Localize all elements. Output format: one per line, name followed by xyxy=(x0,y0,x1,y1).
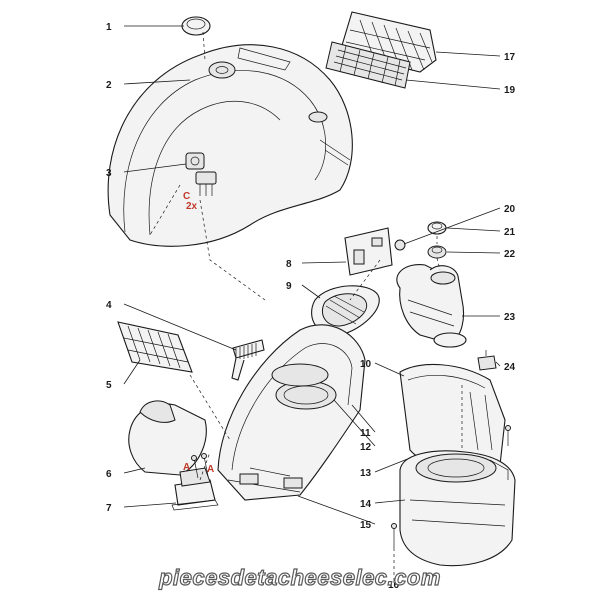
callout-24: 24 xyxy=(504,362,516,373)
assembly-lines xyxy=(149,31,463,582)
callout-19: 19 xyxy=(504,85,516,96)
screw-markers: C 2x A A xyxy=(183,191,214,475)
screw-count-line-2: 2x xyxy=(186,201,198,212)
callout-6: 6 xyxy=(106,469,112,480)
screw-count-line-1: C xyxy=(183,191,190,202)
callout-15: 15 xyxy=(360,520,372,531)
callout-20: 20 xyxy=(504,204,516,215)
callout-21: 21 xyxy=(504,227,516,238)
part-brush xyxy=(231,339,265,381)
part-latch xyxy=(171,467,219,511)
part-filter-frame xyxy=(311,285,380,336)
part-motor-base xyxy=(399,450,516,567)
part-upper-housing xyxy=(107,44,353,247)
part-inlet-cap xyxy=(427,221,447,235)
watermark-text: piecesdetacheeselec.com xyxy=(158,565,441,590)
part-clip xyxy=(394,239,406,251)
part-knob xyxy=(181,16,211,36)
callout-1: 1 xyxy=(106,22,112,33)
callout-17: 17 xyxy=(504,52,516,63)
part-dust-flap xyxy=(128,400,207,476)
callout-8: 8 xyxy=(286,259,292,270)
screw-pair xyxy=(191,453,209,479)
callout-23: 23 xyxy=(504,312,516,323)
callout-10: 10 xyxy=(360,359,372,370)
callout-3: 3 xyxy=(106,168,112,179)
part-filter-grille xyxy=(117,321,193,373)
leader-lines xyxy=(123,25,501,583)
part-switch-assembly xyxy=(185,152,217,196)
callout-5: 5 xyxy=(106,380,112,391)
callout-12: 12 xyxy=(360,442,372,453)
part-fitting xyxy=(477,350,497,371)
screw-tag-a-left: A xyxy=(183,462,190,473)
callout-labels: 1 2 3 4 5 6 7 8 9 10 11 12 13 14 15 16 1… xyxy=(106,22,516,591)
callout-9: 9 xyxy=(286,281,292,292)
callout-4: 4 xyxy=(106,300,112,311)
callout-13: 13 xyxy=(360,468,372,479)
housing-screws xyxy=(391,425,511,548)
callout-22: 22 xyxy=(504,249,516,260)
part-exhaust-filter xyxy=(325,41,411,89)
callout-2: 2 xyxy=(106,80,112,91)
callout-7: 7 xyxy=(106,503,112,514)
callout-16: 16 xyxy=(388,580,400,591)
part-inlet-seal xyxy=(427,245,447,259)
part-bracket-plate xyxy=(344,227,393,276)
part-base-tray xyxy=(217,324,366,501)
screw-tag-a-right: A xyxy=(207,464,214,475)
part-hose-inlet xyxy=(396,264,467,348)
callout-14: 14 xyxy=(360,499,372,510)
screw-count-label: C 2x xyxy=(183,191,198,212)
callout-11: 11 xyxy=(360,428,371,439)
